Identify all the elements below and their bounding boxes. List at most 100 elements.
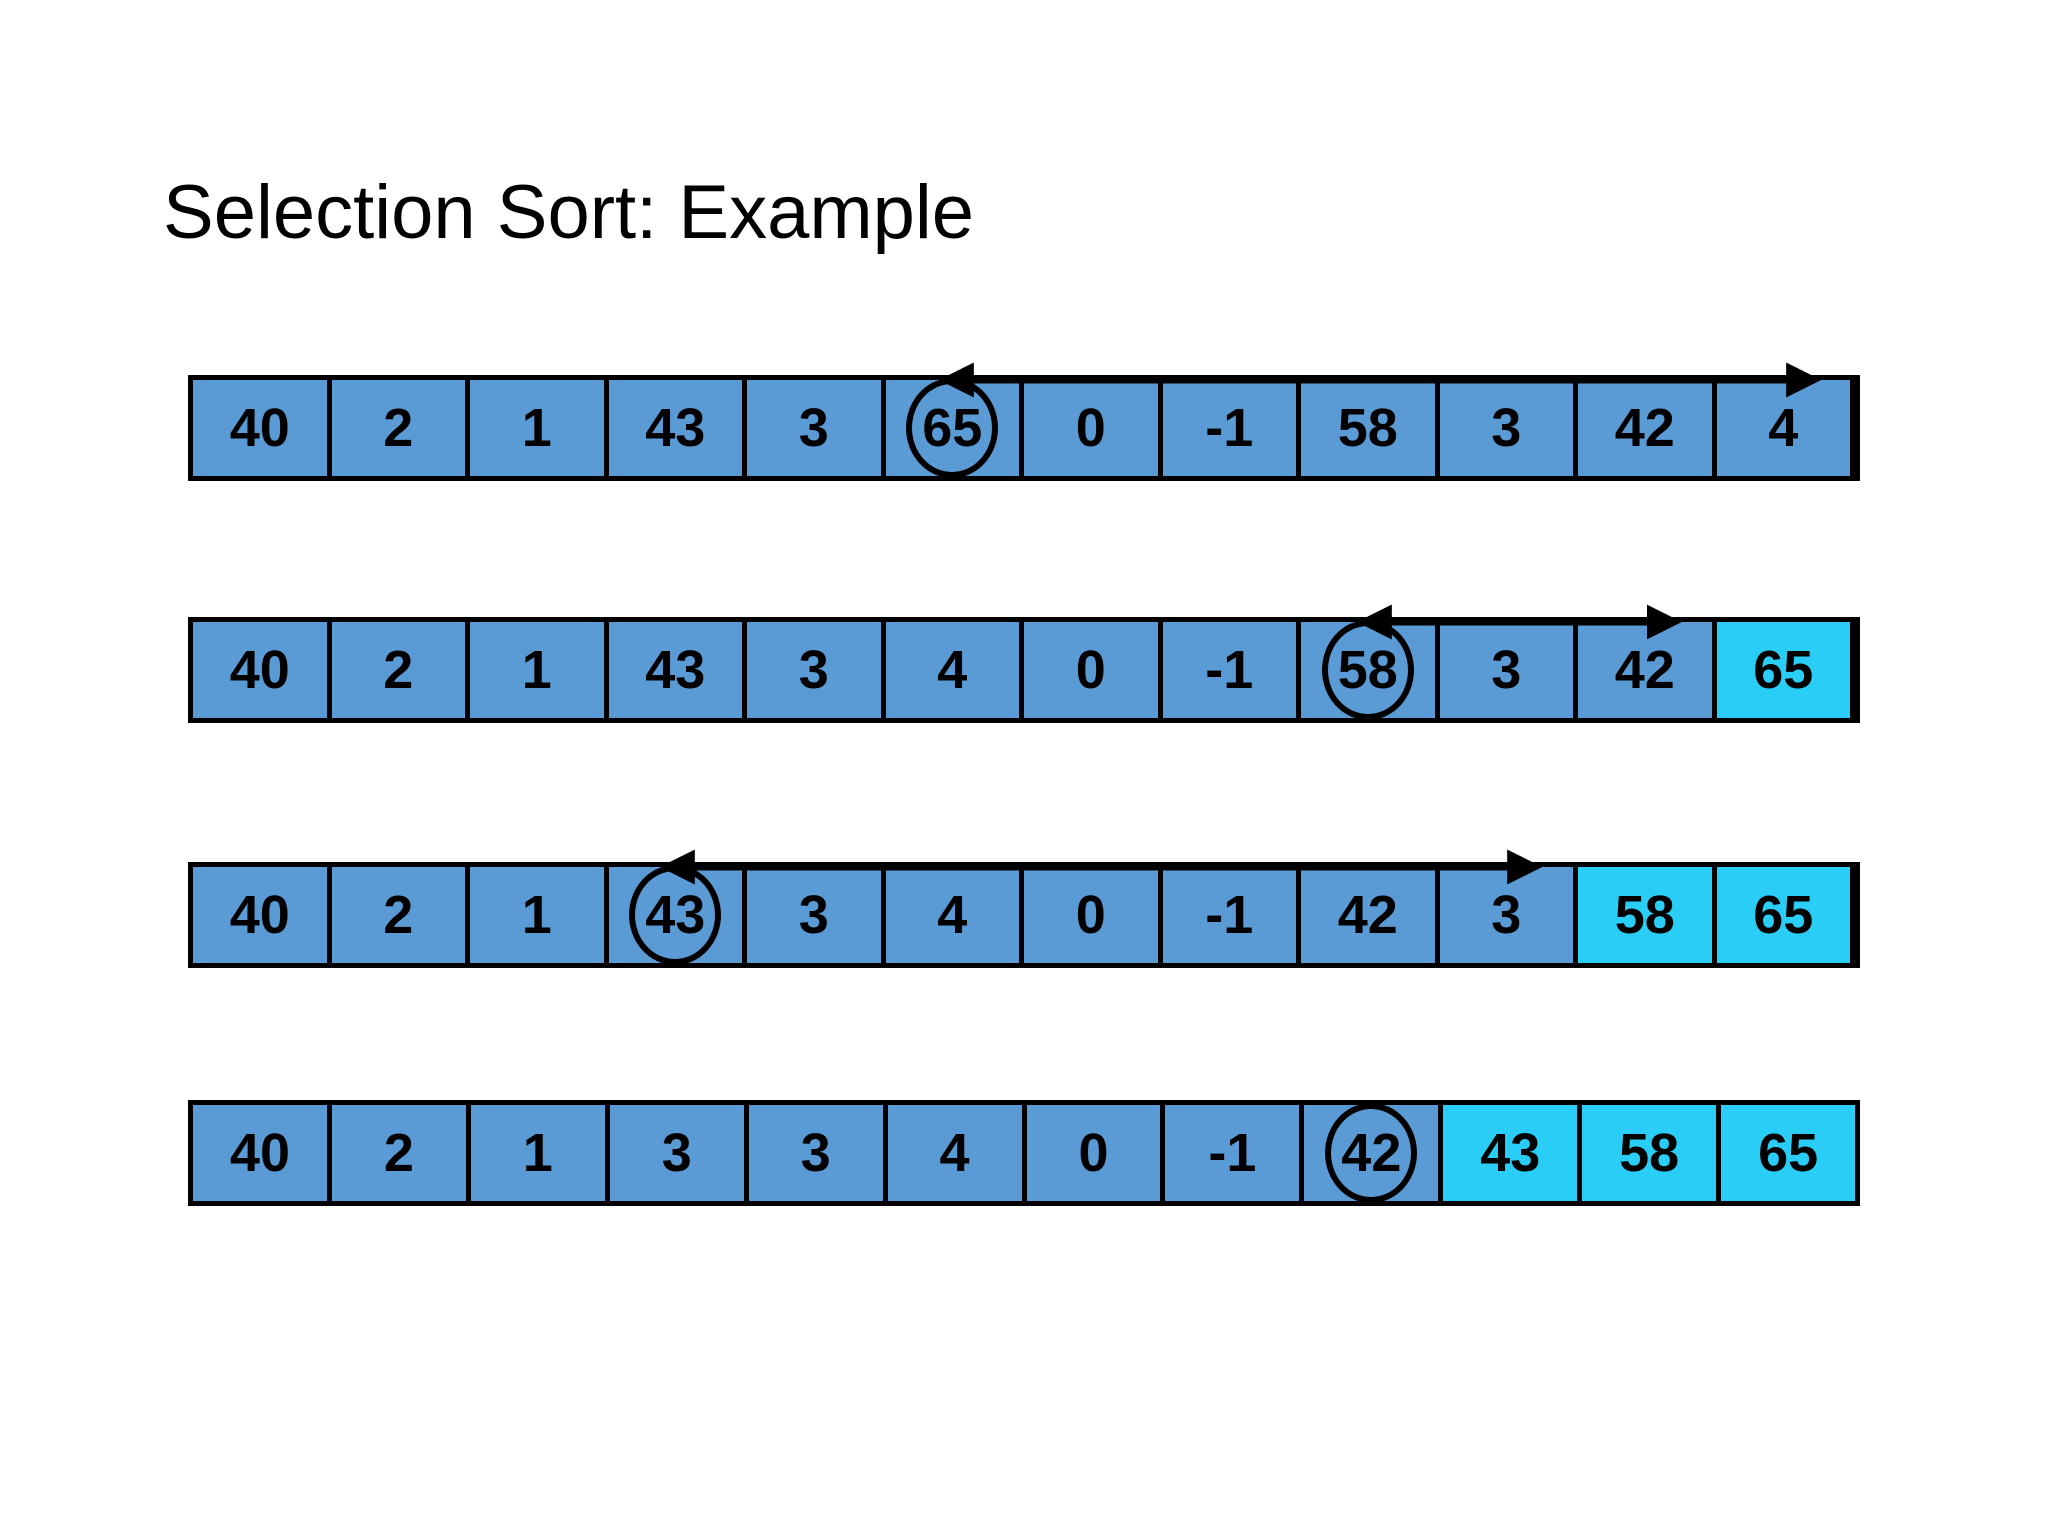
array-cell: 4 [885, 867, 1024, 963]
array-cell: -1 [1165, 1105, 1305, 1201]
array-cell-value: 4 [937, 640, 968, 700]
array-cell-value: 42 [1337, 885, 1398, 945]
array-cell-value: 65 [922, 398, 983, 458]
page-title: Selection Sort: Example [163, 170, 975, 255]
array-cell-value: 58 [1337, 398, 1398, 458]
array-cell-value: 2 [383, 398, 414, 458]
array-cell: 0 [1024, 622, 1163, 718]
array-cell-value: 0 [1075, 398, 1106, 458]
array-cell-value: -1 [1205, 885, 1254, 945]
array-cell: -1 [1162, 380, 1301, 476]
array-cell-value: 40 [229, 398, 290, 458]
array-cell-value: 3 [1491, 640, 1522, 700]
array-cell-sorted: 43 [1443, 1105, 1583, 1201]
array-cell-value: 43 [1480, 1123, 1541, 1183]
array-cell-value: 3 [1491, 885, 1522, 945]
array-cell-value: 58 [1619, 1123, 1680, 1183]
array-cell-value: 42 [1614, 398, 1675, 458]
array-cell-value: 65 [1753, 885, 1814, 945]
array-cell-value: 1 [521, 398, 552, 458]
array-cell: 42 [1301, 867, 1440, 963]
array-cell: 40 [193, 380, 332, 476]
array-cell-value: -1 [1205, 398, 1254, 458]
array-cell-value: 65 [1758, 1123, 1819, 1183]
array-cell-sorted: 58 [1578, 867, 1717, 963]
array-cell: 40 [193, 622, 332, 718]
array-cell-value: 58 [1614, 885, 1675, 945]
array-cell-value: -1 [1208, 1123, 1257, 1183]
array-cell: 4 [885, 622, 1024, 718]
array-cell: 2 [331, 380, 470, 476]
array-cell: 42 [1578, 380, 1717, 476]
array-cell-value: 4 [939, 1123, 970, 1183]
array-cell: 3 [1439, 867, 1578, 963]
array-cell: 0 [1024, 380, 1163, 476]
array-cell-sorted: 65 [1716, 622, 1855, 718]
array-cell: 3 [747, 380, 886, 476]
array-cell: 58 [1301, 620, 1440, 720]
array-cell: 2 [331, 622, 470, 718]
array-cell-value: 1 [522, 1123, 553, 1183]
array-row-pass-1: 40 2 1 43 3 65 0 -1 58 3 42 4 [188, 362, 1860, 481]
array-cell-value: 4 [1768, 398, 1799, 458]
array-cell-value: 4 [937, 885, 968, 945]
array-cell-value: 43 [645, 885, 706, 945]
array-cell-sorted: 65 [1716, 867, 1855, 963]
array-cell-sorted: 58 [1582, 1105, 1722, 1201]
array-cell-value: 3 [1491, 398, 1522, 458]
array-cell-value: 3 [798, 398, 829, 458]
array-cell: 43 [608, 622, 747, 718]
array-cell: 43 [608, 380, 747, 476]
array-cell: 58 [1301, 380, 1440, 476]
array-cell-value: 0 [1075, 640, 1106, 700]
array-cell-value: 40 [229, 885, 290, 945]
array-cell: 3 [1439, 622, 1578, 718]
array-cell-value: 1 [521, 885, 552, 945]
array-cell-value: 2 [383, 1123, 414, 1183]
array-cell: 0 [1026, 1105, 1166, 1201]
array-cell-value: 3 [798, 640, 829, 700]
array-cell-value: 42 [1614, 640, 1675, 700]
array-cell: 3 [748, 1105, 888, 1201]
array-cell: 4 [1716, 380, 1855, 476]
array-cell: 65 [885, 378, 1024, 478]
array-cell-value: 0 [1078, 1123, 1109, 1183]
array-cell-value: 2 [383, 885, 414, 945]
array-cell-value: 3 [800, 1123, 831, 1183]
array-cell: 3 [747, 622, 886, 718]
array-cell: 3 [747, 867, 886, 963]
array-cell-value: 43 [645, 398, 706, 458]
array-cell-value: 0 [1075, 885, 1106, 945]
array-cell: 40 [193, 1105, 332, 1201]
array-cell: 3 [1439, 380, 1578, 476]
array-cell: 4 [887, 1105, 1027, 1201]
array-cell: 3 [609, 1105, 749, 1201]
array-cell-sorted: 65 [1721, 1105, 1856, 1201]
array-cell-value: 2 [383, 640, 414, 700]
array-cell-value: 43 [645, 640, 706, 700]
array-cell-value: 65 [1753, 640, 1814, 700]
array-cell-value: 40 [229, 1123, 290, 1183]
array-cell-value: -1 [1205, 640, 1254, 700]
array-cell: 2 [331, 867, 470, 963]
array-cell: 2 [331, 1105, 471, 1201]
array-cell-value: 42 [1341, 1123, 1402, 1183]
array-cell: 43 [608, 865, 747, 965]
array-cell-value: 40 [229, 640, 290, 700]
array-cell-value: 1 [521, 640, 552, 700]
array-cell: 1 [470, 867, 609, 963]
array-cell: 40 [193, 867, 332, 963]
array-cell: 0 [1024, 867, 1163, 963]
array-cell: -1 [1162, 867, 1301, 963]
array-cell-value: 3 [798, 885, 829, 945]
array-cell: 1 [470, 1105, 610, 1201]
array-cell-value: 3 [661, 1123, 692, 1183]
array-cell: 1 [470, 380, 609, 476]
array-cell-value: 58 [1337, 640, 1398, 700]
array-cell: 1 [470, 622, 609, 718]
array-cell: -1 [1162, 622, 1301, 718]
